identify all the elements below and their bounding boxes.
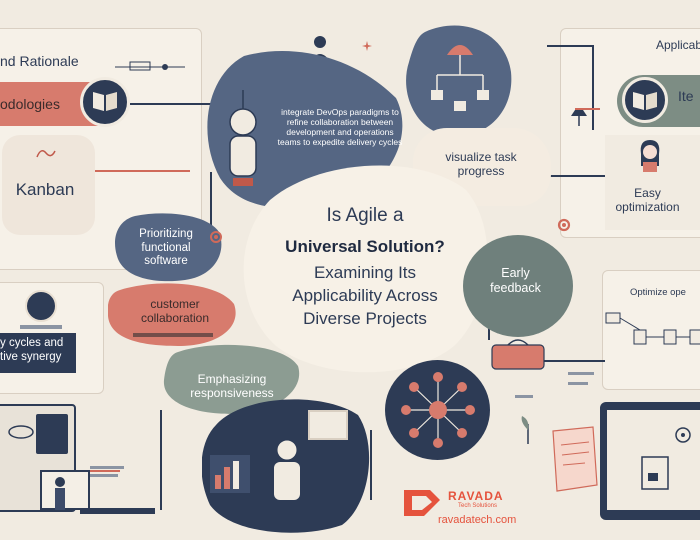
team-caption-scribble: [20, 325, 62, 329]
open-book-icon: [631, 88, 659, 112]
optimize-heading: Optimize ope: [630, 287, 686, 298]
brand-tagline: Tech Solutions: [458, 503, 498, 509]
connector-line: [210, 172, 212, 232]
visualize-label: visualize task progress: [445, 150, 517, 179]
connector-line: [548, 175, 618, 177]
prioritizing-bubble: [115, 212, 223, 282]
title-line4: Applicability Across: [292, 286, 438, 305]
kanban-icon: [35, 145, 57, 161]
easy-opt-label: Easy optimization: [615, 186, 680, 215]
hub-network-icon: [392, 365, 484, 455]
dashboard-thumb: [36, 414, 68, 454]
connector-line: [130, 103, 240, 105]
kanban-card: [2, 135, 95, 235]
methodologies-icon: [80, 77, 130, 127]
title-blob: [240, 160, 490, 375]
brand-url: ravadatech.com: [438, 514, 517, 526]
emphasizing-label: Emphasizing responsiveness: [190, 372, 274, 401]
settings-icon: [674, 426, 692, 444]
connector-line: [95, 170, 190, 172]
title-line1: Is Agile a: [326, 205, 404, 226]
laptop-base: [80, 508, 155, 514]
rationale-heading: nd Rationale: [0, 53, 79, 69]
chart-document-icon: [640, 455, 670, 491]
seated-person-figure: [262, 438, 312, 508]
caption-scribble: [133, 333, 213, 337]
gear-icon: [209, 230, 223, 244]
customer-label: customer collaboration: [140, 297, 210, 326]
title-line3: Examining Its: [313, 263, 417, 282]
emphasizing-bubble: [162, 342, 302, 416]
caption-scribble: [568, 382, 588, 385]
title-line2: Universal Solution?: [285, 237, 445, 256]
sparkle-icon: [362, 38, 372, 51]
connector-line: [540, 360, 605, 362]
monitor-screen: [308, 410, 348, 440]
customer-bubble: [107, 282, 238, 348]
connector-line: [80, 470, 120, 472]
cycles-label: y cycles and tive synergy: [0, 337, 64, 363]
lamp-icon: [565, 108, 593, 130]
right-bottom-panel: [602, 270, 700, 390]
iterations-label: Ite: [678, 88, 694, 104]
toolbox-illustration: [488, 335, 548, 375]
connector-line: [547, 45, 594, 47]
early-feedback-circle: [463, 235, 573, 337]
kanban-label: Kanban: [15, 180, 75, 199]
connector-line: [575, 108, 600, 110]
connector-line: [370, 430, 372, 500]
title-line5: Diverse Projects: [303, 309, 427, 328]
caption-scribble: [90, 474, 118, 477]
bar-chart-board: [210, 455, 250, 493]
early-feedback-label: Early feedback: [490, 266, 541, 295]
caption-scribble: [90, 466, 124, 469]
thinking-figure: [218, 90, 268, 190]
caption-scribble: [515, 395, 533, 398]
network-hierarchy-icon: [425, 35, 495, 115]
devops-note: integrate DevOps paradigms to refine col…: [277, 107, 403, 148]
connector-line: [592, 45, 594, 130]
brand-name: RAVADA: [448, 489, 504, 503]
applicability-heading: Applicabili S: [655, 38, 700, 52]
process-flow-diagram: [604, 305, 700, 365]
book-icon: [90, 88, 120, 114]
notepad-illustration: [545, 425, 600, 495]
plant-icon: [518, 412, 538, 444]
cloud-icon: [6, 420, 36, 440]
network-blob: [405, 22, 513, 140]
person-figure: [50, 476, 70, 516]
methodologies-label: odologies: [0, 96, 60, 112]
connector-line: [160, 410, 162, 510]
woman-portrait-icon: [635, 138, 665, 174]
caption-scribble: [568, 372, 594, 375]
prioritizing-label: Prioritizing functional software: [139, 228, 193, 268]
iterations-icon: [622, 77, 668, 123]
gear-icon: [556, 217, 572, 233]
team-icon: [25, 290, 57, 322]
timeline-line-illustration: [115, 60, 185, 74]
ravada-logo-icon: [400, 484, 442, 520]
cycles-bar: [0, 333, 76, 373]
